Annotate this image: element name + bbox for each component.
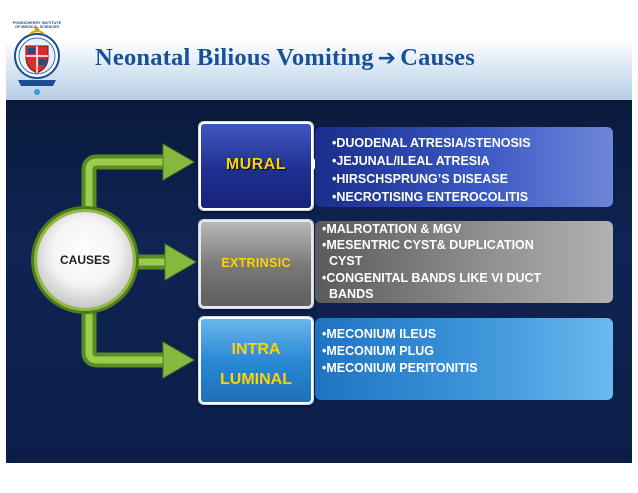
category-mural: MURAL: [199, 122, 313, 210]
category-extrinsic: EXTRINSIC: [199, 220, 313, 308]
list-item: •MECONIUM PERITONITIS: [322, 361, 478, 375]
list-item: •DUODENAL ATRESIA/STENOSIS: [332, 136, 531, 150]
category-intra-label-line-1: INTRA: [231, 341, 281, 358]
list-item: •MESENTRIC CYST& DUPLICATION: [322, 238, 534, 252]
connector-to-intra-luminal: [81, 306, 168, 368]
list-item: •MECONIUM ILEUS: [322, 327, 437, 341]
list-item: •HIRSCHSPRUNG’S DISEASE: [332, 172, 508, 186]
detail-mural: •DUODENAL ATRESIA/STENOSIS •JEJUNAL/ILEA…: [315, 127, 613, 207]
title-main: Neonatal Bilious Vomiting: [95, 44, 374, 71]
category-mural-label: MURAL: [225, 156, 287, 173]
logo-caption-line-2: OF MEDICAL SCIENCES: [14, 25, 60, 29]
category-extrinsic-label: EXTRINSIC: [221, 256, 291, 270]
list-item: •CONGENITAL BANDS LIKE VI DUCT: [322, 271, 542, 285]
institute-logo: PONDICHERRY INSTITUTE OF MEDICAL SCIENCE…: [4, 18, 70, 108]
list-item: BANDS: [329, 287, 374, 301]
header-band: [6, 14, 632, 100]
arrowhead-extrinsic: [164, 243, 197, 281]
category-intra-luminal: INTRA LUMINAL: [199, 317, 313, 404]
category-intra-label-line-2: LUMINAL: [220, 371, 292, 388]
title-suffix: Causes: [400, 44, 475, 71]
connector-to-mural: [81, 154, 168, 218]
logo-caption-line-1: PONDICHERRY INSTITUTE: [12, 21, 62, 25]
arrowhead-mural: [162, 143, 195, 181]
detail-extrinsic: •MALROTATION & MGV •MESENTRIC CYST& DUPL…: [315, 221, 613, 303]
list-item: •MALROTATION & MGV: [322, 222, 462, 236]
causes-label: CAUSES: [59, 253, 110, 267]
list-item: •NECROTISING ENTEROCOLITIS: [332, 190, 529, 204]
arrow-right-icon: ➔: [377, 46, 397, 71]
institute-crest-icon: [14, 27, 60, 95]
list-item: CYST: [329, 254, 363, 268]
list-item: •MECONIUM PLUG: [322, 344, 435, 358]
arrowhead-intra-luminal: [162, 341, 195, 379]
causes-node: CAUSES: [37, 212, 133, 308]
slide-title: Neonatal Bilious Vomiting➔Causes: [95, 44, 475, 72]
list-item: •JEJUNAL/ILEAL ATRESIA: [332, 154, 490, 168]
detail-intra-luminal: •MECONIUM ILEUS •MECONIUM PLUG •MECONIUM…: [315, 318, 613, 400]
